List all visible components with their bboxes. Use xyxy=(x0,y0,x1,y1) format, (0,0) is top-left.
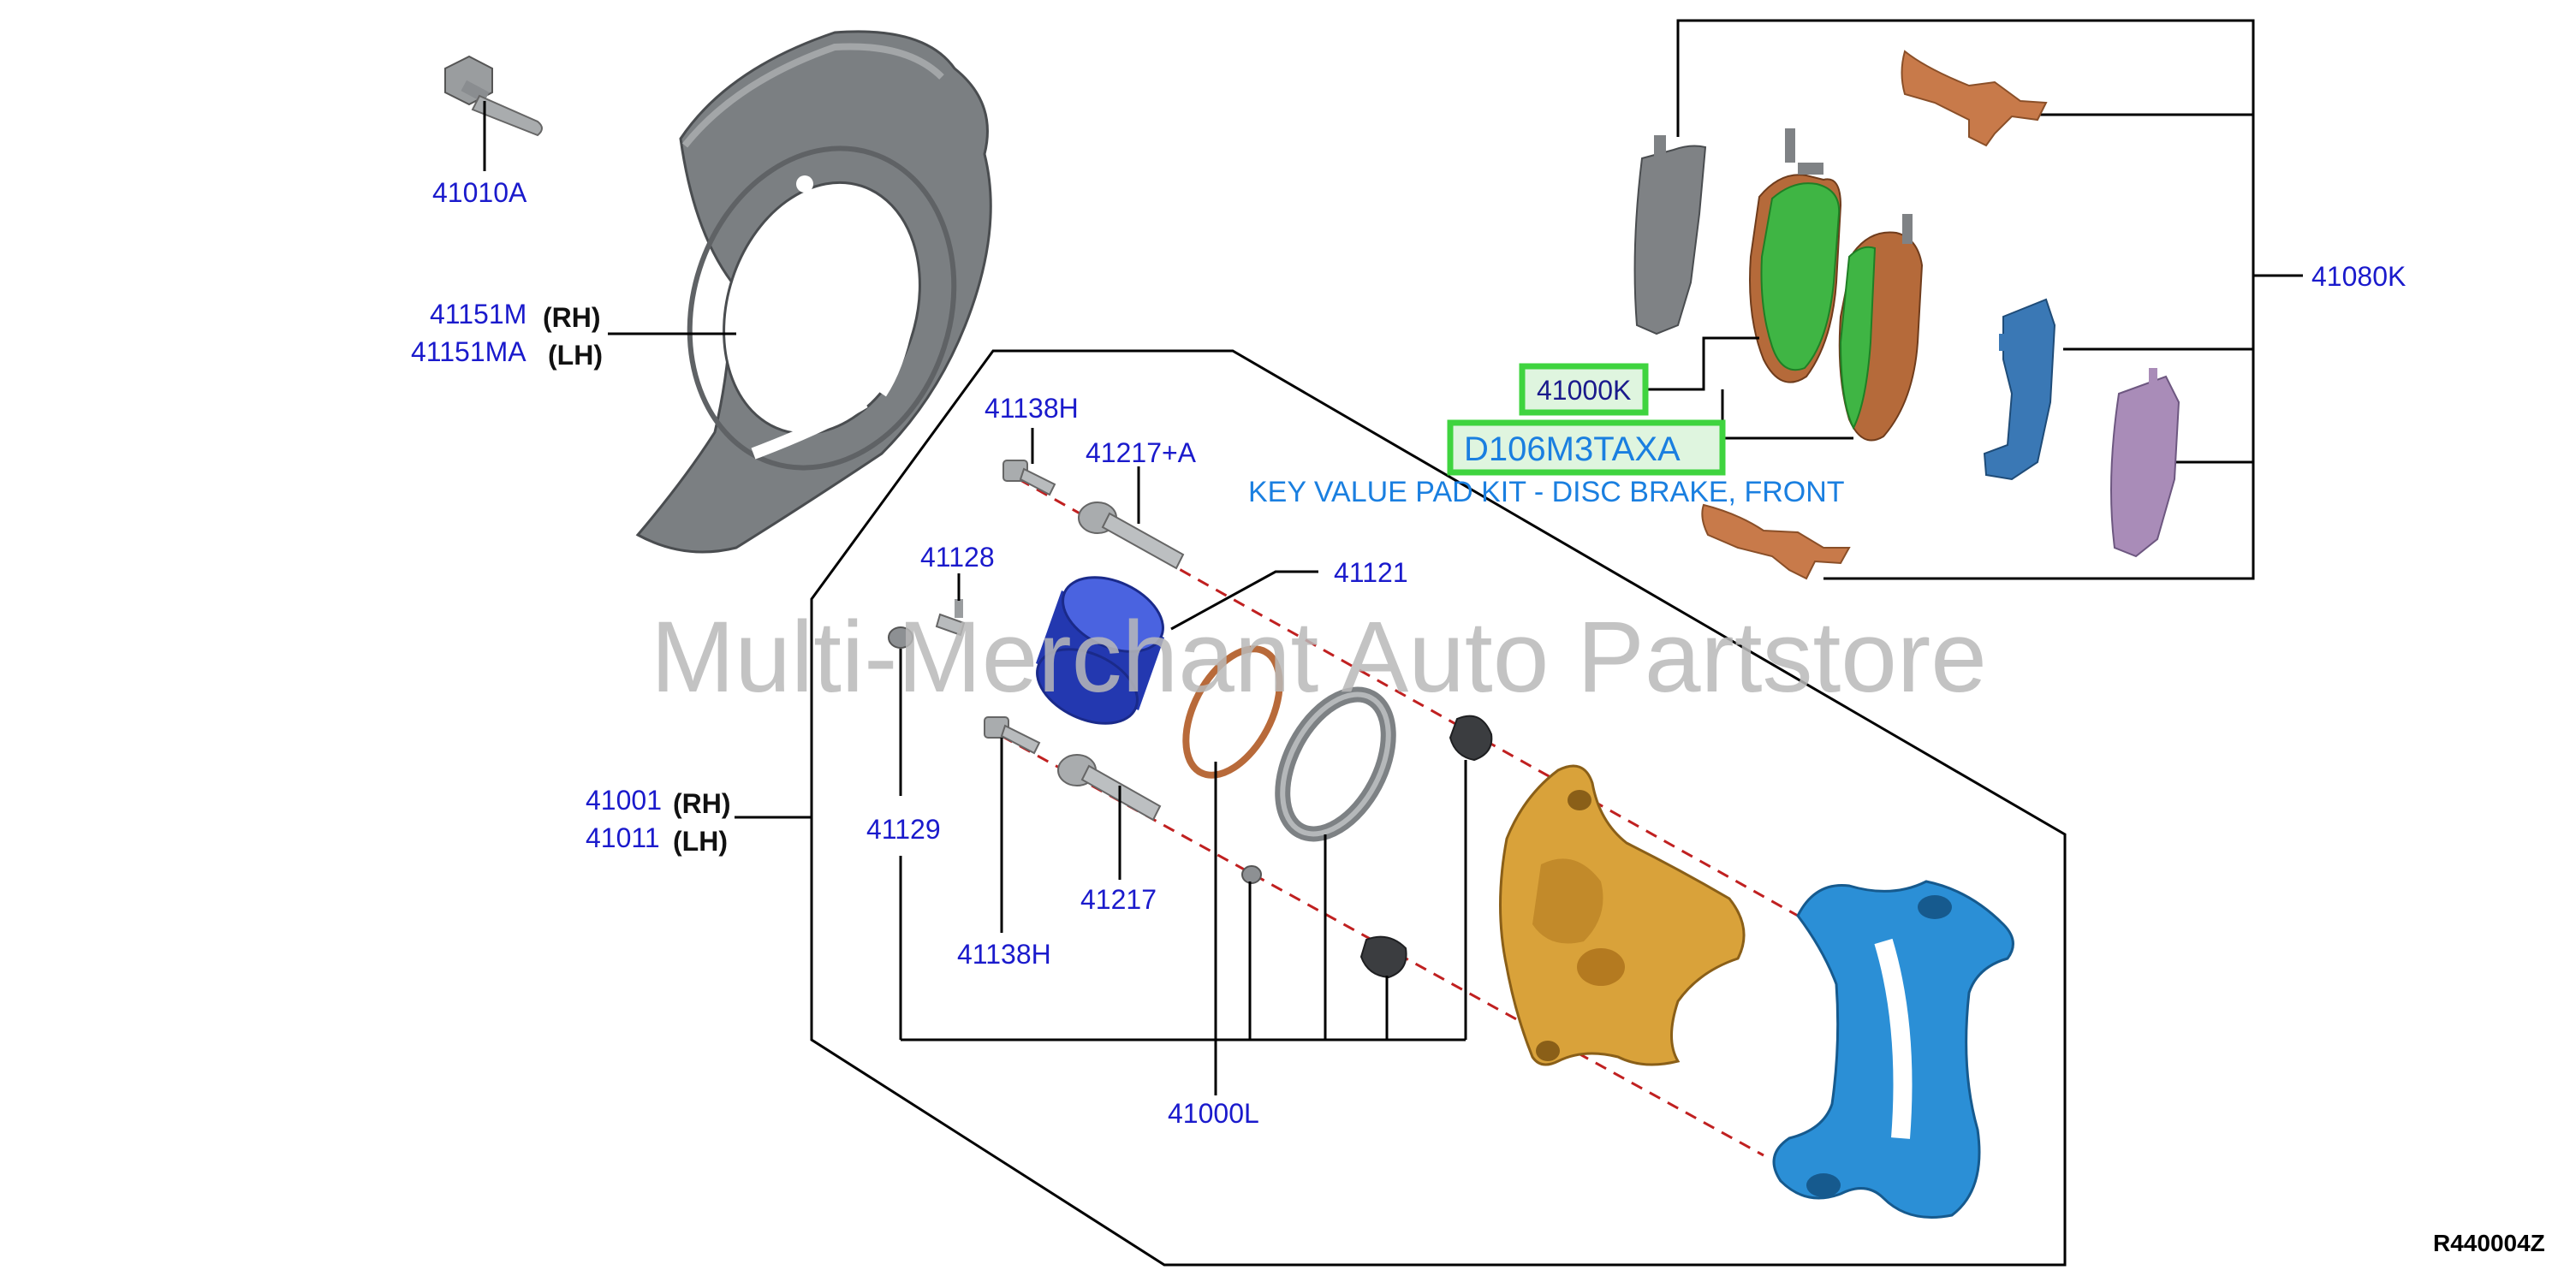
diagram-reference-code: R440004Z xyxy=(2433,1230,2545,1256)
brake-pad-inner-part[interactable] xyxy=(1838,214,1924,442)
caliper-body-part[interactable] xyxy=(1499,764,1746,1066)
label-41121[interactable]: 41121 xyxy=(1334,557,1408,588)
label-41129[interactable]: 41129 xyxy=(866,814,941,845)
label-41000k[interactable]: 41000K xyxy=(1537,375,1631,406)
part-description: KEY VALUE PAD KIT - DISC BRAKE, FRONT xyxy=(1248,476,1845,508)
piston-41121-part[interactable] xyxy=(1026,562,1175,738)
label-41080k[interactable]: 41080K xyxy=(2311,261,2406,292)
cap-41129-part[interactable] xyxy=(888,626,913,649)
label-41001-side: (RH) xyxy=(673,788,731,819)
watermark-text: Multi-Merchant Auto Partstore xyxy=(651,601,1987,714)
guide-pin-41217a-part[interactable] xyxy=(1078,501,1185,570)
bleeder-41128-part[interactable] xyxy=(935,599,966,637)
label-41151ma-side: (LH) xyxy=(548,340,603,371)
label-41010a[interactable]: 41010A xyxy=(432,177,527,208)
label-41001[interactable]: 41001 xyxy=(586,785,662,816)
anti-rattle-clip-lower-part[interactable] xyxy=(1701,503,1851,580)
guide-pin-41217-part[interactable] xyxy=(1057,754,1162,822)
pin-boot-lower-part[interactable] xyxy=(1359,935,1407,979)
bleeder-cap-small-part[interactable] xyxy=(1241,865,1262,884)
label-41128[interactable]: 41128 xyxy=(920,542,995,573)
leader-41121 xyxy=(1170,570,1318,631)
pin-boot-upper-part[interactable] xyxy=(1449,715,1493,762)
bolt-41138h-top-part[interactable] xyxy=(1002,460,1056,496)
label-41138h-bottom[interactable]: 41138H xyxy=(957,939,1051,970)
label-41151m[interactable]: 41151M xyxy=(430,299,527,329)
label-41138h-top[interactable]: 41138H xyxy=(985,393,1079,424)
pad-kit-bracket xyxy=(1676,19,2255,580)
dust-shield-part[interactable] xyxy=(635,30,994,554)
label-41217[interactable]: 41217 xyxy=(1080,884,1157,915)
shim-purple-part[interactable] xyxy=(2110,368,2180,558)
piston-seal-part[interactable] xyxy=(1167,633,1300,791)
backing-shim-gray-part[interactable] xyxy=(1633,135,1707,335)
label-41217a[interactable]: 41217+A xyxy=(1086,437,1197,468)
label-key-code[interactable]: D106M3TAXA xyxy=(1464,430,1681,468)
highlight-box-key-code xyxy=(1447,419,1726,476)
label-41151m-side: (RH) xyxy=(543,302,601,333)
dust-boot-part[interactable] xyxy=(1261,677,1410,852)
leader-key-code xyxy=(1721,389,1853,440)
label-41011[interactable]: 41011 xyxy=(586,822,660,853)
shim-blue-part[interactable] xyxy=(1983,298,2056,481)
highlight-box-41000k xyxy=(1519,363,1649,416)
label-41011-side: (LH) xyxy=(673,826,728,857)
bolt-41010a-part[interactable] xyxy=(444,55,543,137)
anti-rattle-clip-upper-part[interactable] xyxy=(1901,50,2048,147)
caliper-bracket-part[interactable] xyxy=(1772,880,2014,1219)
bolt-41138h-bottom-part[interactable] xyxy=(984,716,1041,755)
label-41151ma[interactable]: 41151MA xyxy=(411,336,527,367)
brake-pad-outer-part[interactable] xyxy=(1749,128,1842,383)
leader-41000k xyxy=(1645,336,1759,391)
label-41000l[interactable]: 41000L xyxy=(1168,1098,1259,1129)
caliper-assembly-outline xyxy=(810,349,2067,1267)
